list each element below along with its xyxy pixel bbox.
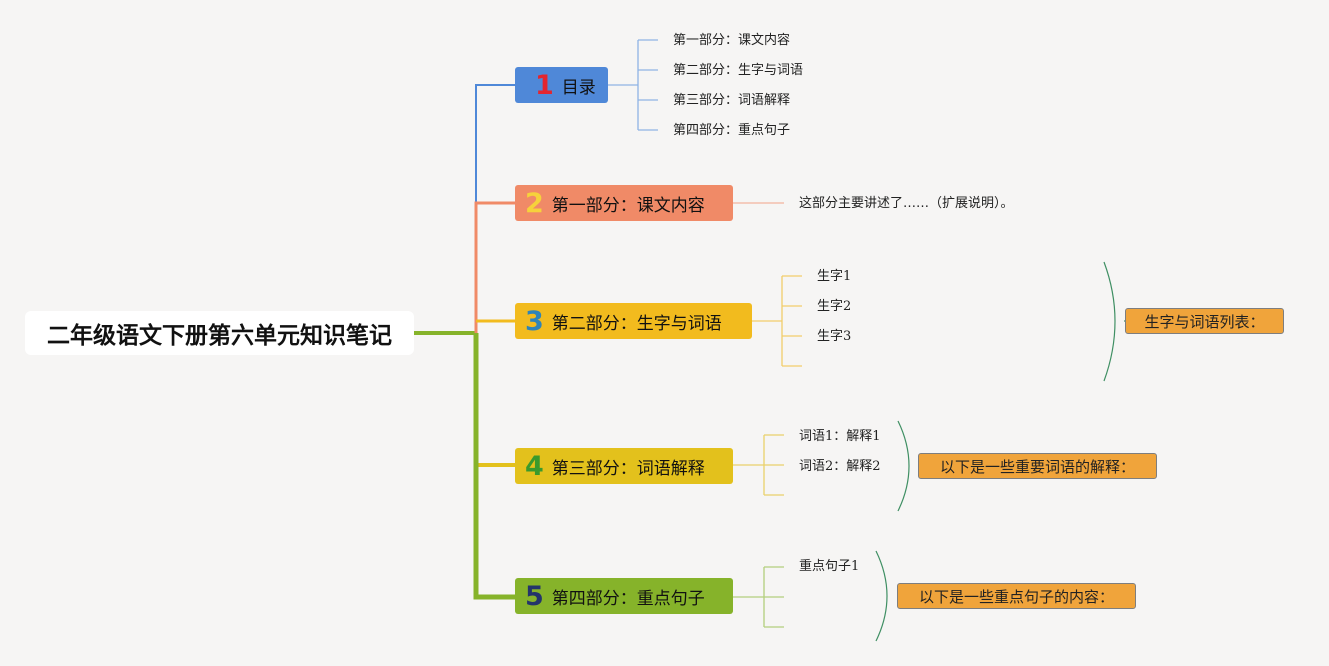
branch-1-label: 目录 (561, 77, 596, 98)
branch-5-connector (473, 333, 515, 600)
branch-2-topic[interactable]: 2 第一部分：课文内容 (515, 185, 733, 221)
branch-1-connector (475, 84, 515, 333)
branch-4-child-1[interactable]: 词语1：解释1 (799, 429, 881, 444)
branch-4-child-2[interactable]: 词语2：解释2 (799, 459, 881, 474)
branch-4-children-connector (733, 434, 784, 496)
branch-4-number: 4 (525, 450, 544, 482)
branch-3-summary-note[interactable]: 生字与词语列表： (1125, 308, 1284, 334)
branch-3-label: 第二部分：生字与词语 (551, 313, 722, 334)
branch-4-label: 第三部分：词语解释 (551, 458, 705, 479)
branch-5-summary-note[interactable]: 以下是一些重点句子的内容： (897, 583, 1136, 609)
branch-2-child-1[interactable]: 这部分主要讲述了……（扩展说明）。 (799, 196, 1014, 211)
branch-2-label: 第一部分：课文内容 (551, 195, 705, 216)
branch-3-child-1[interactable]: 生字1 (817, 269, 852, 284)
branch-2-number: 2 (525, 187, 544, 219)
branch-1-number: 1 (535, 69, 554, 101)
branch-4-summary-note[interactable]: 以下是一些重要词语的解释： (918, 453, 1157, 479)
branch-1-child-4[interactable]: 第四部分：重点句子 (673, 123, 791, 138)
branch-1-topic[interactable]: 1 目录 (515, 67, 608, 103)
root-topic[interactable]: 二年级语文下册第六单元知识笔记 (25, 311, 414, 355)
summary-brace-5 (875, 550, 888, 642)
branch-4-connector (474, 333, 515, 467)
branch-1-child-1[interactable]: 第一部分：课文内容 (673, 33, 791, 48)
branch-5-child-1[interactable]: 重点句子1 (799, 559, 860, 574)
branch-3-child-3[interactable]: 生字3 (817, 329, 852, 344)
branch-3-number: 3 (525, 305, 544, 337)
branch-3-children-connector (752, 275, 802, 367)
branch-3-topic[interactable]: 3 第二部分：生字与词语 (515, 303, 752, 339)
summary-brace-3 (1103, 261, 1116, 382)
branch-1-child-3[interactable]: 第三部分：词语解释 (673, 93, 791, 108)
branch-3-child-2[interactable]: 生字2 (817, 299, 852, 314)
branch-2-connector (474, 201, 515, 333)
branch-1-children-connector (608, 39, 658, 131)
branch-5-number: 5 (525, 580, 544, 612)
branch-5-children-connector (733, 566, 784, 628)
branch-1-child-2[interactable]: 第二部分：生字与词语 (673, 63, 804, 78)
branch-5-topic[interactable]: 5 第四部分：重点句子 (515, 578, 733, 614)
branch-5-label: 第四部分：重点句子 (551, 588, 705, 609)
branch-4-topic[interactable]: 4 第三部分：词语解释 (515, 448, 733, 484)
summary-brace-4 (897, 420, 910, 512)
root-title: 二年级语文下册第六单元知识笔记 (47, 323, 392, 349)
